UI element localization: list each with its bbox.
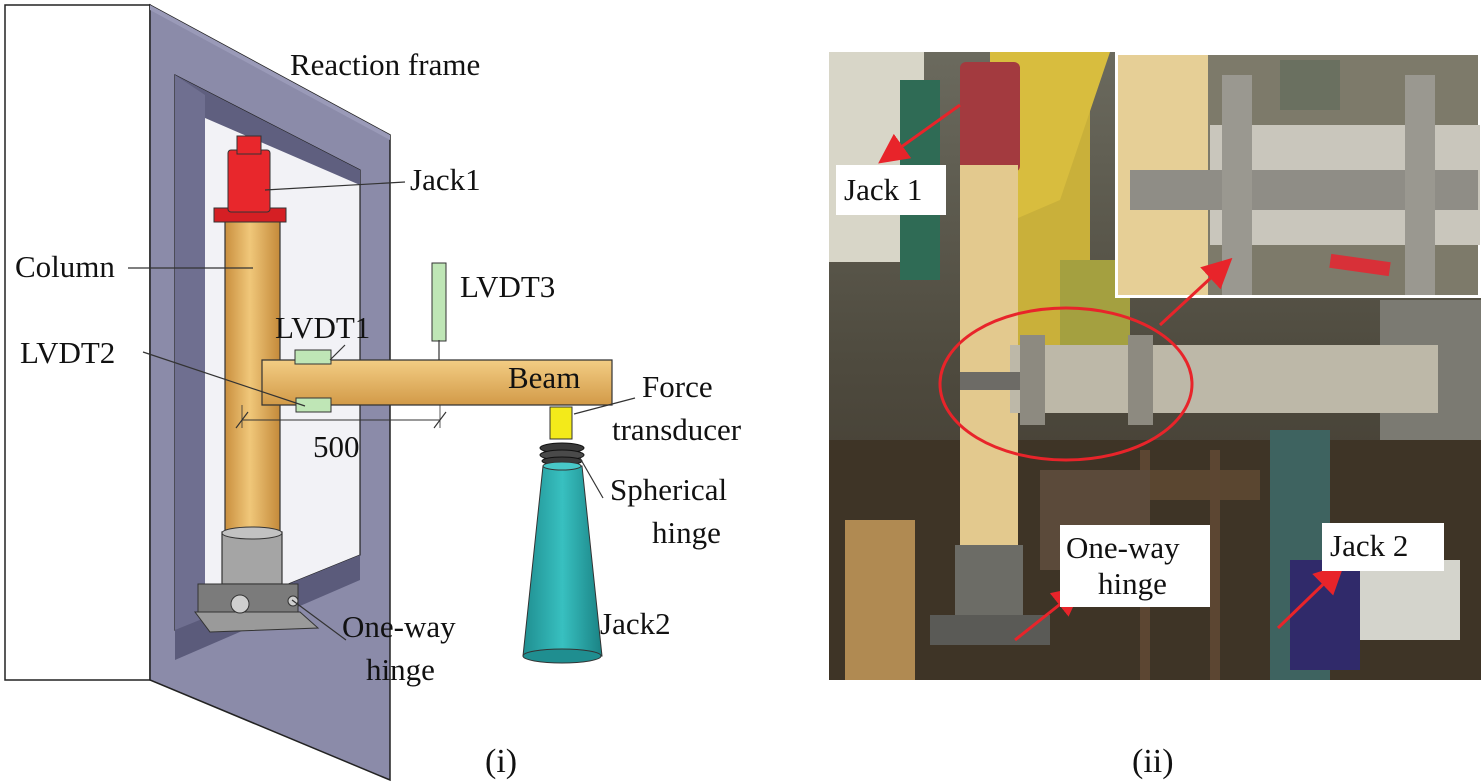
photo-label-jack2: Jack 2 (1322, 523, 1444, 571)
force-transducer (549, 406, 573, 440)
jack2 (522, 461, 603, 664)
label-dimension: 500 (313, 429, 360, 464)
label-lvdt3: LVDT3 (460, 269, 555, 304)
lvdt1-sensor (294, 349, 332, 365)
photo-label-jack2-text: Jack 2 (1330, 528, 1408, 563)
label-jack1: Jack1 (410, 162, 481, 197)
label-spherical: Spherical (610, 472, 727, 507)
photo-jack1 (960, 62, 1020, 172)
panel-photo: Jack 1 One-way hinge Jack 2 (ii) (829, 52, 1481, 780)
photo-column (960, 165, 1018, 550)
label-beam: Beam (508, 360, 580, 395)
caption-ii: (ii) (1132, 743, 1174, 780)
label-lvdt2: LVDT2 (20, 335, 115, 370)
photo-label-one-way-hinge: One-way hinge (1060, 525, 1210, 607)
label-reaction-frame: Reaction frame (290, 47, 480, 82)
photo-label-one-way-text: One-way (1066, 530, 1180, 565)
caption-i: (i) (485, 743, 517, 780)
arrow-inset (1158, 257, 1233, 327)
inset-photo (1115, 52, 1481, 298)
photo-beam (1010, 345, 1438, 413)
beam (261, 359, 613, 406)
photo-label-jack1: Jack 1 (836, 165, 946, 215)
arrow-jack2 (1276, 563, 1345, 630)
panel-schematic: Reaction frame Jack1 Column LVDT3 LVDT1 … (4, 3, 742, 782)
label-transducer: transducer (612, 412, 742, 447)
photo-label-hinge-text: hinge (1098, 566, 1167, 601)
label-jack2: Jack2 (600, 606, 671, 641)
jack1 (213, 135, 287, 223)
label-lvdt1: LVDT1 (275, 310, 370, 345)
label-spherical-hinge: hinge (652, 515, 721, 550)
lvdt3-sensor (431, 262, 447, 360)
one-way-hinge-base (194, 583, 320, 633)
lvdt2-sensor (295, 397, 332, 413)
highlight-ellipse (938, 306, 1194, 462)
label-one-way: One-way (342, 609, 456, 644)
arrow-jack1 (878, 103, 961, 164)
label-one-way-hinge: hinge (366, 652, 435, 687)
label-column: Column (15, 249, 115, 284)
leader-lines (128, 181, 636, 641)
photo-label-jack1-text: Jack 1 (844, 172, 922, 207)
label-force: Force (642, 369, 713, 404)
dimension-line (235, 405, 447, 429)
